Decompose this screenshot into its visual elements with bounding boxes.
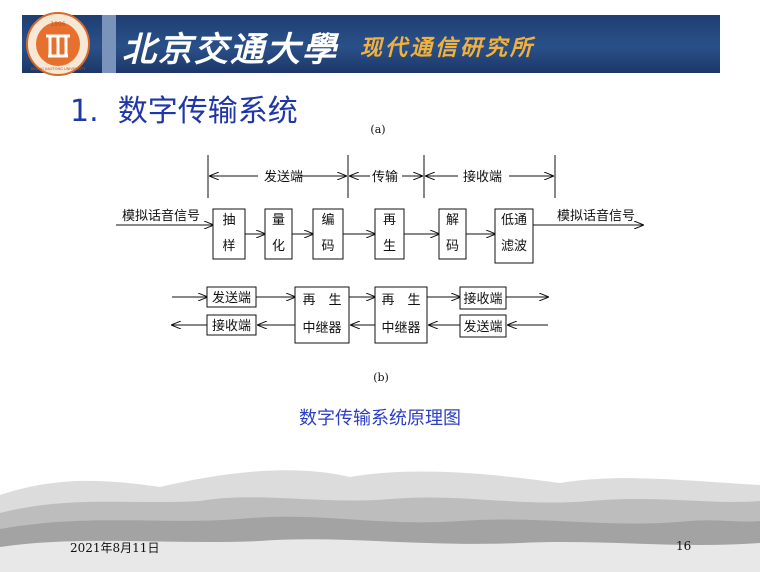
- relay-connectors: [172, 297, 548, 325]
- logo-emblem: [46, 34, 70, 58]
- right-terminal: 接收端 发送端: [459, 286, 507, 338]
- block-regeneration-line1: 再: [383, 213, 396, 228]
- block-quantization-line2: 化: [272, 239, 285, 254]
- right-terminal-send: 发送端: [463, 319, 502, 335]
- block-lowpass-line1: 低通: [501, 213, 527, 228]
- repeater-2: 再 生 中继器: [374, 286, 428, 344]
- section-label-receive: 接收端: [463, 169, 502, 185]
- mountain-background: [0, 470, 760, 572]
- repeater-1-top: 再 生: [302, 293, 341, 308]
- university-logo: 1896 BEIJING JIAOTONG UNIVERSITY: [26, 12, 90, 76]
- chain-connectors: [116, 225, 643, 234]
- output-signal-label: 模拟话音信号: [557, 208, 635, 224]
- left-terminal: 发送端 接收端: [206, 286, 257, 336]
- repeater-2-bottom: 中继器: [381, 321, 420, 336]
- logo-ring-text: BEIJING JIAOTONG UNIVERSITY: [31, 67, 87, 71]
- header-stripe: [102, 15, 116, 73]
- logo-year: 1896: [50, 21, 65, 28]
- diagram-a-label: (a): [370, 123, 385, 136]
- page-number: 16: [676, 539, 692, 553]
- left-terminal-send: 发送端: [212, 290, 251, 306]
- block-encoding: 编 码: [312, 208, 344, 260]
- section-boundaries: [207, 155, 556, 198]
- block-quantization: 量 化: [264, 208, 293, 260]
- footer-date: 2021年8月11日: [70, 541, 160, 555]
- block-quantization-line1: 量: [272, 213, 285, 228]
- section-label-send: 发送端: [264, 169, 303, 185]
- repeater-1: 再 生 中继器: [294, 286, 350, 344]
- slide-title-number: 1.: [70, 94, 99, 129]
- header-banner: [22, 15, 720, 73]
- block-sampling-line1: 抽: [222, 213, 235, 228]
- block-decoding-line2: 码: [446, 239, 459, 254]
- institute-name: 现代通信研究所: [360, 35, 536, 61]
- repeater-2-top: 再 生: [381, 293, 420, 308]
- block-decoding: 解 码: [438, 208, 467, 260]
- slide-title-text: 数字传输系统: [117, 94, 298, 129]
- diagram-caption: 数字传输系统原理图: [299, 408, 461, 429]
- section-label-transmission: 传输: [372, 169, 398, 185]
- input-signal-label: 模拟话音信号: [122, 208, 200, 224]
- block-decoding-line1: 解: [446, 213, 459, 228]
- diagram-b-label: (b): [373, 371, 389, 384]
- block-regeneration-line2: 生: [383, 239, 396, 254]
- block-lowpass-line2: 滤波: [501, 239, 527, 254]
- block-lowpass-filter: 低通 滤波: [494, 208, 534, 264]
- repeater-1-bottom: 中继器: [302, 321, 341, 336]
- right-terminal-receive: 接收端: [463, 291, 502, 307]
- block-encoding-line2: 码: [321, 239, 334, 254]
- block-sampling-line2: 样: [222, 239, 235, 254]
- block-encoding-line1: 编: [321, 213, 334, 228]
- block-sampling: 抽 样: [212, 208, 246, 260]
- block-regeneration: 再 生: [374, 208, 405, 260]
- left-terminal-receive: 接收端: [212, 318, 251, 334]
- slide-title: 1. 数字传输系统: [70, 86, 298, 130]
- university-name: 北京交通大學: [122, 30, 338, 70]
